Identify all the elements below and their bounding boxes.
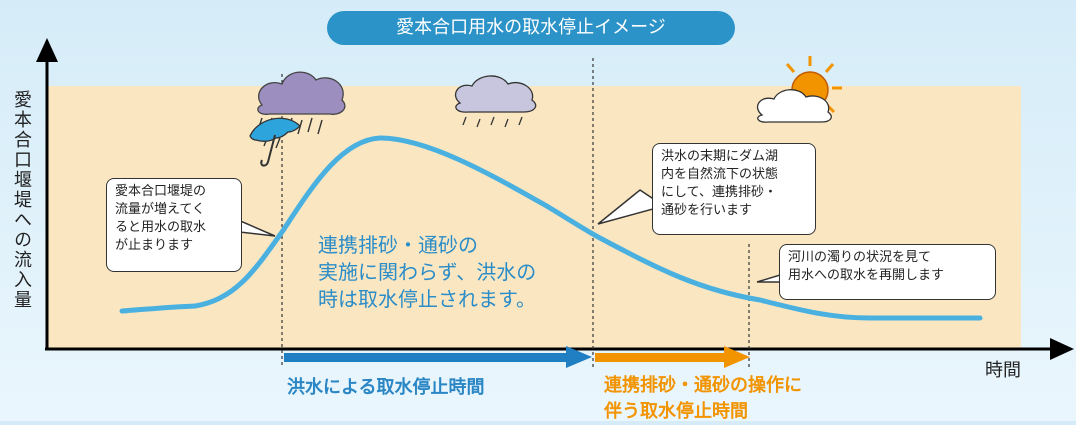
flood-stop-arrow-shaft: [284, 353, 570, 362]
center-note-line: 実施に関わらず、洪水の: [318, 260, 537, 284]
sediment-stop-period-label: 連携排砂・通砂の操作に 伴う取水停止時間: [604, 373, 904, 425]
callout-flood-end: 洪水の末期にダム湖 内を自然流下の状態 にして、連携排砂・ 通砂を行います: [652, 143, 816, 235]
inflow-curve: [119, 135, 983, 321]
x-axis-arrowhead: [1050, 338, 1074, 360]
center-note-line: 時は取水停止されます。: [318, 287, 536, 311]
callout-line: 河川の濁りの状況を見て: [788, 250, 932, 265]
sediment-stop-arrowhead: [724, 346, 750, 368]
y-axis-arrowhead: [36, 38, 58, 62]
callout-line: ると用水の取水: [115, 220, 207, 235]
flood-stop-arrowhead: [566, 346, 592, 368]
callout-line: 愛本合口堰堤の: [115, 184, 207, 199]
umbrella-icon: [249, 117, 301, 167]
sun-behind-cloud-icon: [757, 56, 842, 123]
callout-line: 洪水の末期にダム湖: [661, 149, 779, 164]
sediment-stop-line: 伴う取水停止時間: [604, 401, 748, 422]
flood-stop-period-label: 洪水による取水停止時間: [287, 377, 485, 398]
y-axis-label: 愛本合口堰堤への流入量: [11, 90, 32, 310]
callout-line: にして、連携排砂・: [661, 185, 777, 200]
sediment-stop-line: 連携排砂・通砂の操作に: [604, 375, 802, 396]
callout-line: 通砂を行います: [661, 203, 753, 218]
light-rain-cloud-icon: [455, 75, 537, 128]
callout-line: 流量が増えてく: [115, 202, 205, 217]
sediment-stop-arrow-shaft: [595, 353, 725, 362]
center-note: 連携排砂・通砂の 実施に関わらず、洪水の 時は取水停止されます。: [318, 232, 568, 313]
center-note-line: 連携排砂・通砂の: [318, 233, 478, 257]
callout-inflow-increase: 愛本合口堰堤の 流量が増えてく ると用水の取水 が止まります: [106, 178, 242, 272]
callout-resume-intake: 河川の濁りの状況を見て 用水への取水を再開します: [779, 244, 996, 300]
diagram-title: 愛本合口用水の取水停止イメージ: [327, 11, 735, 45]
callout-line: 用水への取水を再開します: [788, 268, 945, 283]
callout-line: 内を自然流下の状態: [661, 167, 779, 182]
callout-line: が止まります: [115, 238, 194, 253]
x-axis-label: 時間: [985, 360, 1021, 381]
